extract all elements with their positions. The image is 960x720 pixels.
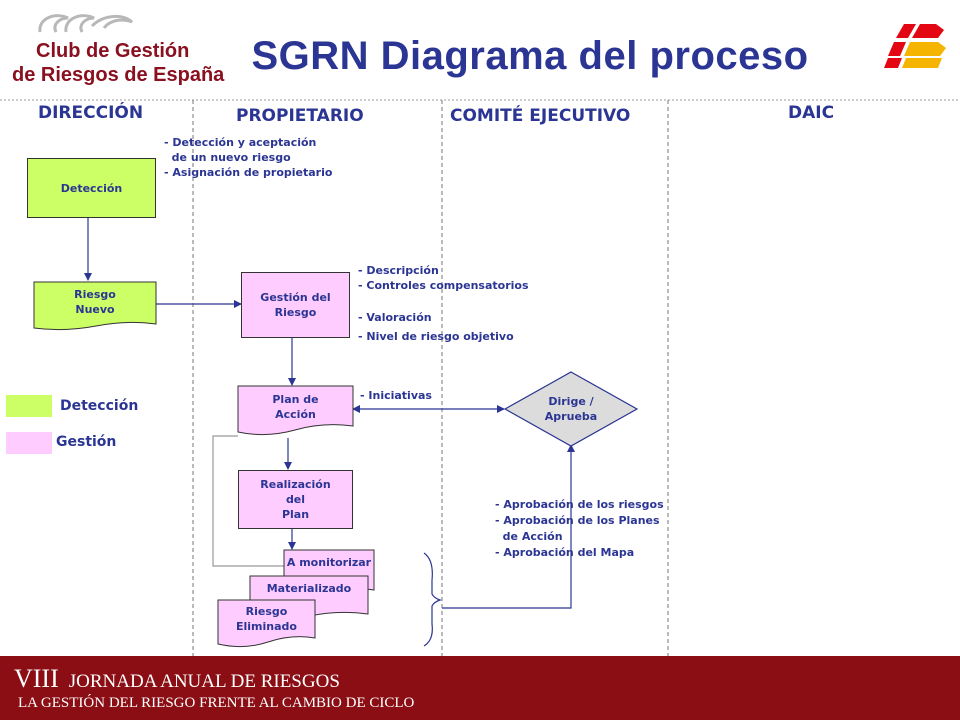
lane-direccion: DIRECCIÓN [38,103,144,123]
logo-line-1: Club de Gestión [36,40,190,62]
notes-aprobacion: - Aprobación de los riesgos - Aprobación… [495,497,664,561]
footer-line-1: VIII JORNADA ANUAL DE RIESGOS [14,664,340,694]
box-deteccion: Detección [27,158,156,218]
box-a-monitorizar: A monitorizar [286,555,372,569]
note-line: - Aprobación de los Planes [495,514,660,527]
box-riesgo-nuevo: Riesgo Nuevo [74,288,116,316]
note-line: de un nuevo riesgo [164,151,291,164]
legend-label-deteccion: Detección [60,398,139,414]
note-line: - Controles compensatorios [358,279,529,292]
page-title: SGRN Diagrama del proceso [251,34,809,78]
footer-banner: VIII JORNADA ANUAL DE RIESGOS LA GESTIÓN… [0,656,960,720]
club-logo: Club de Gestión de Riesgos de España [8,8,224,90]
note-line: de Acción [495,530,563,543]
note-line: - Nivel de riesgo objetivo [358,330,514,343]
lane-propietario: PROPIETARIO [236,106,364,126]
box-materializado: Materializado [266,581,352,595]
lane-daic: DAIC [788,103,835,123]
footer-edition: VIII [14,664,59,693]
logo-emblem-icon [38,14,134,33]
note-line: - Asignación de propietario [164,166,333,179]
notes-gestion: - Descripción - Controles compensatorios… [358,263,529,344]
note-line: - Detección y aceptación [164,136,317,149]
box-realizacion-plan: Realización del Plan [238,470,353,529]
note-line: - Valoración [358,311,432,324]
note-line: - Aprobación del Mapa [495,546,635,559]
footer-event: JORNADA ANUAL DE RIESGOS [68,671,340,692]
note-line: - Descripción [358,264,439,277]
logo-line-2: de Riesgos de España [12,64,225,86]
box-gestion-riesgo: Gestión del Riesgo [241,272,350,338]
legend-swatch-deteccion [6,395,52,417]
note-iniciativas: - Iniciativas [360,389,432,402]
box-dirige-aprueba: Dirige / Aprueba [544,395,598,423]
note-line: - Aprobación de los riesgos [495,498,664,511]
notes-deteccion: - Detección y aceptación de un nuevo rie… [164,135,332,180]
box-riesgo-eliminado: Riesgo Eliminado [236,605,297,633]
legend-label-gestion: Gestión [56,434,117,450]
legend-swatch-gestion [6,432,52,454]
box-plan-accion: Plan de Acción [272,393,319,421]
lane-comite-ejecutivo: COMITÉ EJECUTIVO [450,106,631,126]
footer-line-2: LA GESTIÓN DEL RIESGO FRENTE AL CAMBIO D… [18,695,415,711]
